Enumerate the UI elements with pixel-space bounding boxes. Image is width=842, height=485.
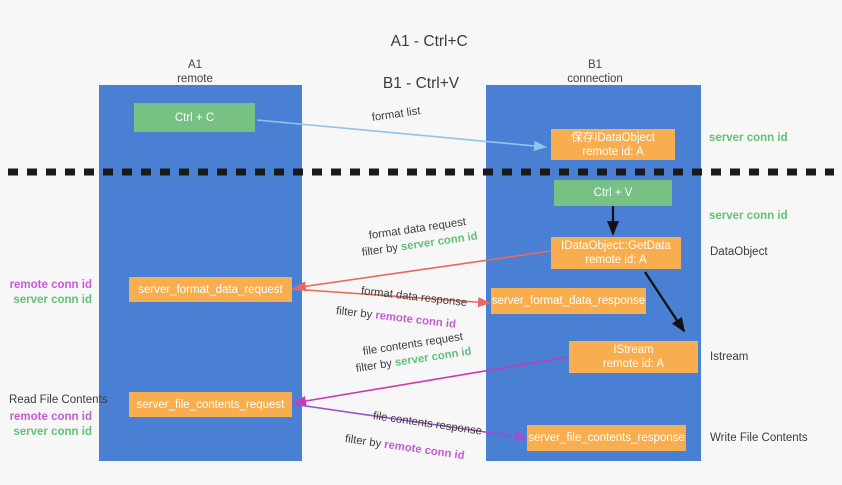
title-line-2: B1 - Ctrl+V [382, 75, 460, 92]
column-header-b1-name: B1 [587, 59, 603, 71]
box-idataobject-getdata-line2: remote id: A [585, 254, 647, 266]
box-server-file-contents-response[interactable]: server_file_contents_response [527, 425, 686, 451]
label-server-conn-id-2: server conn id [13, 426, 92, 438]
label-remote-conn-id-1: remote conn id [9, 279, 92, 291]
box-save-idataobject-line1: 保存IDataObject [571, 131, 655, 144]
box-ctrl-v[interactable]: Ctrl + V [554, 180, 672, 206]
label-server-conn-id-1: server conn id [13, 294, 92, 306]
box-server-format-data-request[interactable]: server_format_data_request [129, 277, 292, 302]
column-header-a1-sub: remote [177, 73, 213, 85]
filter-by-label-2: filter by [335, 305, 377, 322]
box-istream-line1: IStream [613, 344, 654, 356]
arrow-format-data-request [293, 250, 552, 292]
column-header-a1: A1 remote [130, 58, 260, 86]
title-line-1: A1 - Ctrl+C [390, 33, 468, 50]
column-header-b1: B1 connection [530, 58, 660, 86]
column-header-b1-sub: connection [567, 73, 623, 85]
label-server-conn-id-mid: server conn id [709, 210, 788, 222]
box-idataobject-getdata[interactable]: IDataObject::GetData remote id: A [551, 237, 681, 269]
label-conn-id-stack-2: remote conn id server conn id [0, 410, 92, 440]
box-save-idataobject[interactable]: 保存IDataObject remote id: A [551, 129, 675, 160]
label-istream: Istream [710, 351, 749, 363]
box-server-file-contents-request[interactable]: server_file_contents_request [129, 392, 292, 417]
label-server-conn-id-top: server conn id [709, 132, 788, 144]
box-istream-line2: remote id: A [602, 358, 665, 370]
label-write-file-contents: Write File Contents [710, 432, 808, 444]
box-ctrl-c-line1: Ctrl + C [174, 111, 215, 124]
label-conn-id-stack-1: remote conn id server conn id [0, 278, 92, 308]
arrow-file-contents-response [291, 403, 528, 442]
box-ctrl-v-line1: Ctrl + V [593, 187, 633, 199]
arrow-getdata-to-istream [644, 271, 686, 333]
column-header-a1-name: A1 [187, 59, 203, 71]
box-idataobject-getdata-line1: IDataObject::GetData [561, 240, 671, 252]
arrow-file-contents-request [293, 356, 569, 407]
box-server-format-data-response-label: server_format_data_response [491, 295, 646, 307]
box-ctrl-c[interactable]: Ctrl + C [134, 103, 255, 132]
label-data-object: DataObject [710, 246, 768, 258]
label-read-file-contents: Read File Contents [9, 394, 108, 406]
box-server-file-contents-response-label: server_file_contents_response [528, 432, 685, 444]
page-title: A1 - Ctrl+C B1 - Ctrl+V [0, 10, 842, 136]
arrow-format-data-response [291, 288, 491, 308]
box-server-format-data-response[interactable]: server_format_data_response [491, 288, 646, 314]
box-save-idataobject-line2: remote id: A [582, 145, 644, 158]
label-remote-conn-id-2: remote conn id [9, 411, 92, 423]
box-server-file-contents-request-label: server_file_contents_request [136, 398, 285, 411]
box-istream[interactable]: IStream remote id: A [569, 341, 698, 373]
arrow-format-list [256, 119, 547, 151]
box-server-format-data-request-label: server_format_data_request [138, 283, 283, 296]
